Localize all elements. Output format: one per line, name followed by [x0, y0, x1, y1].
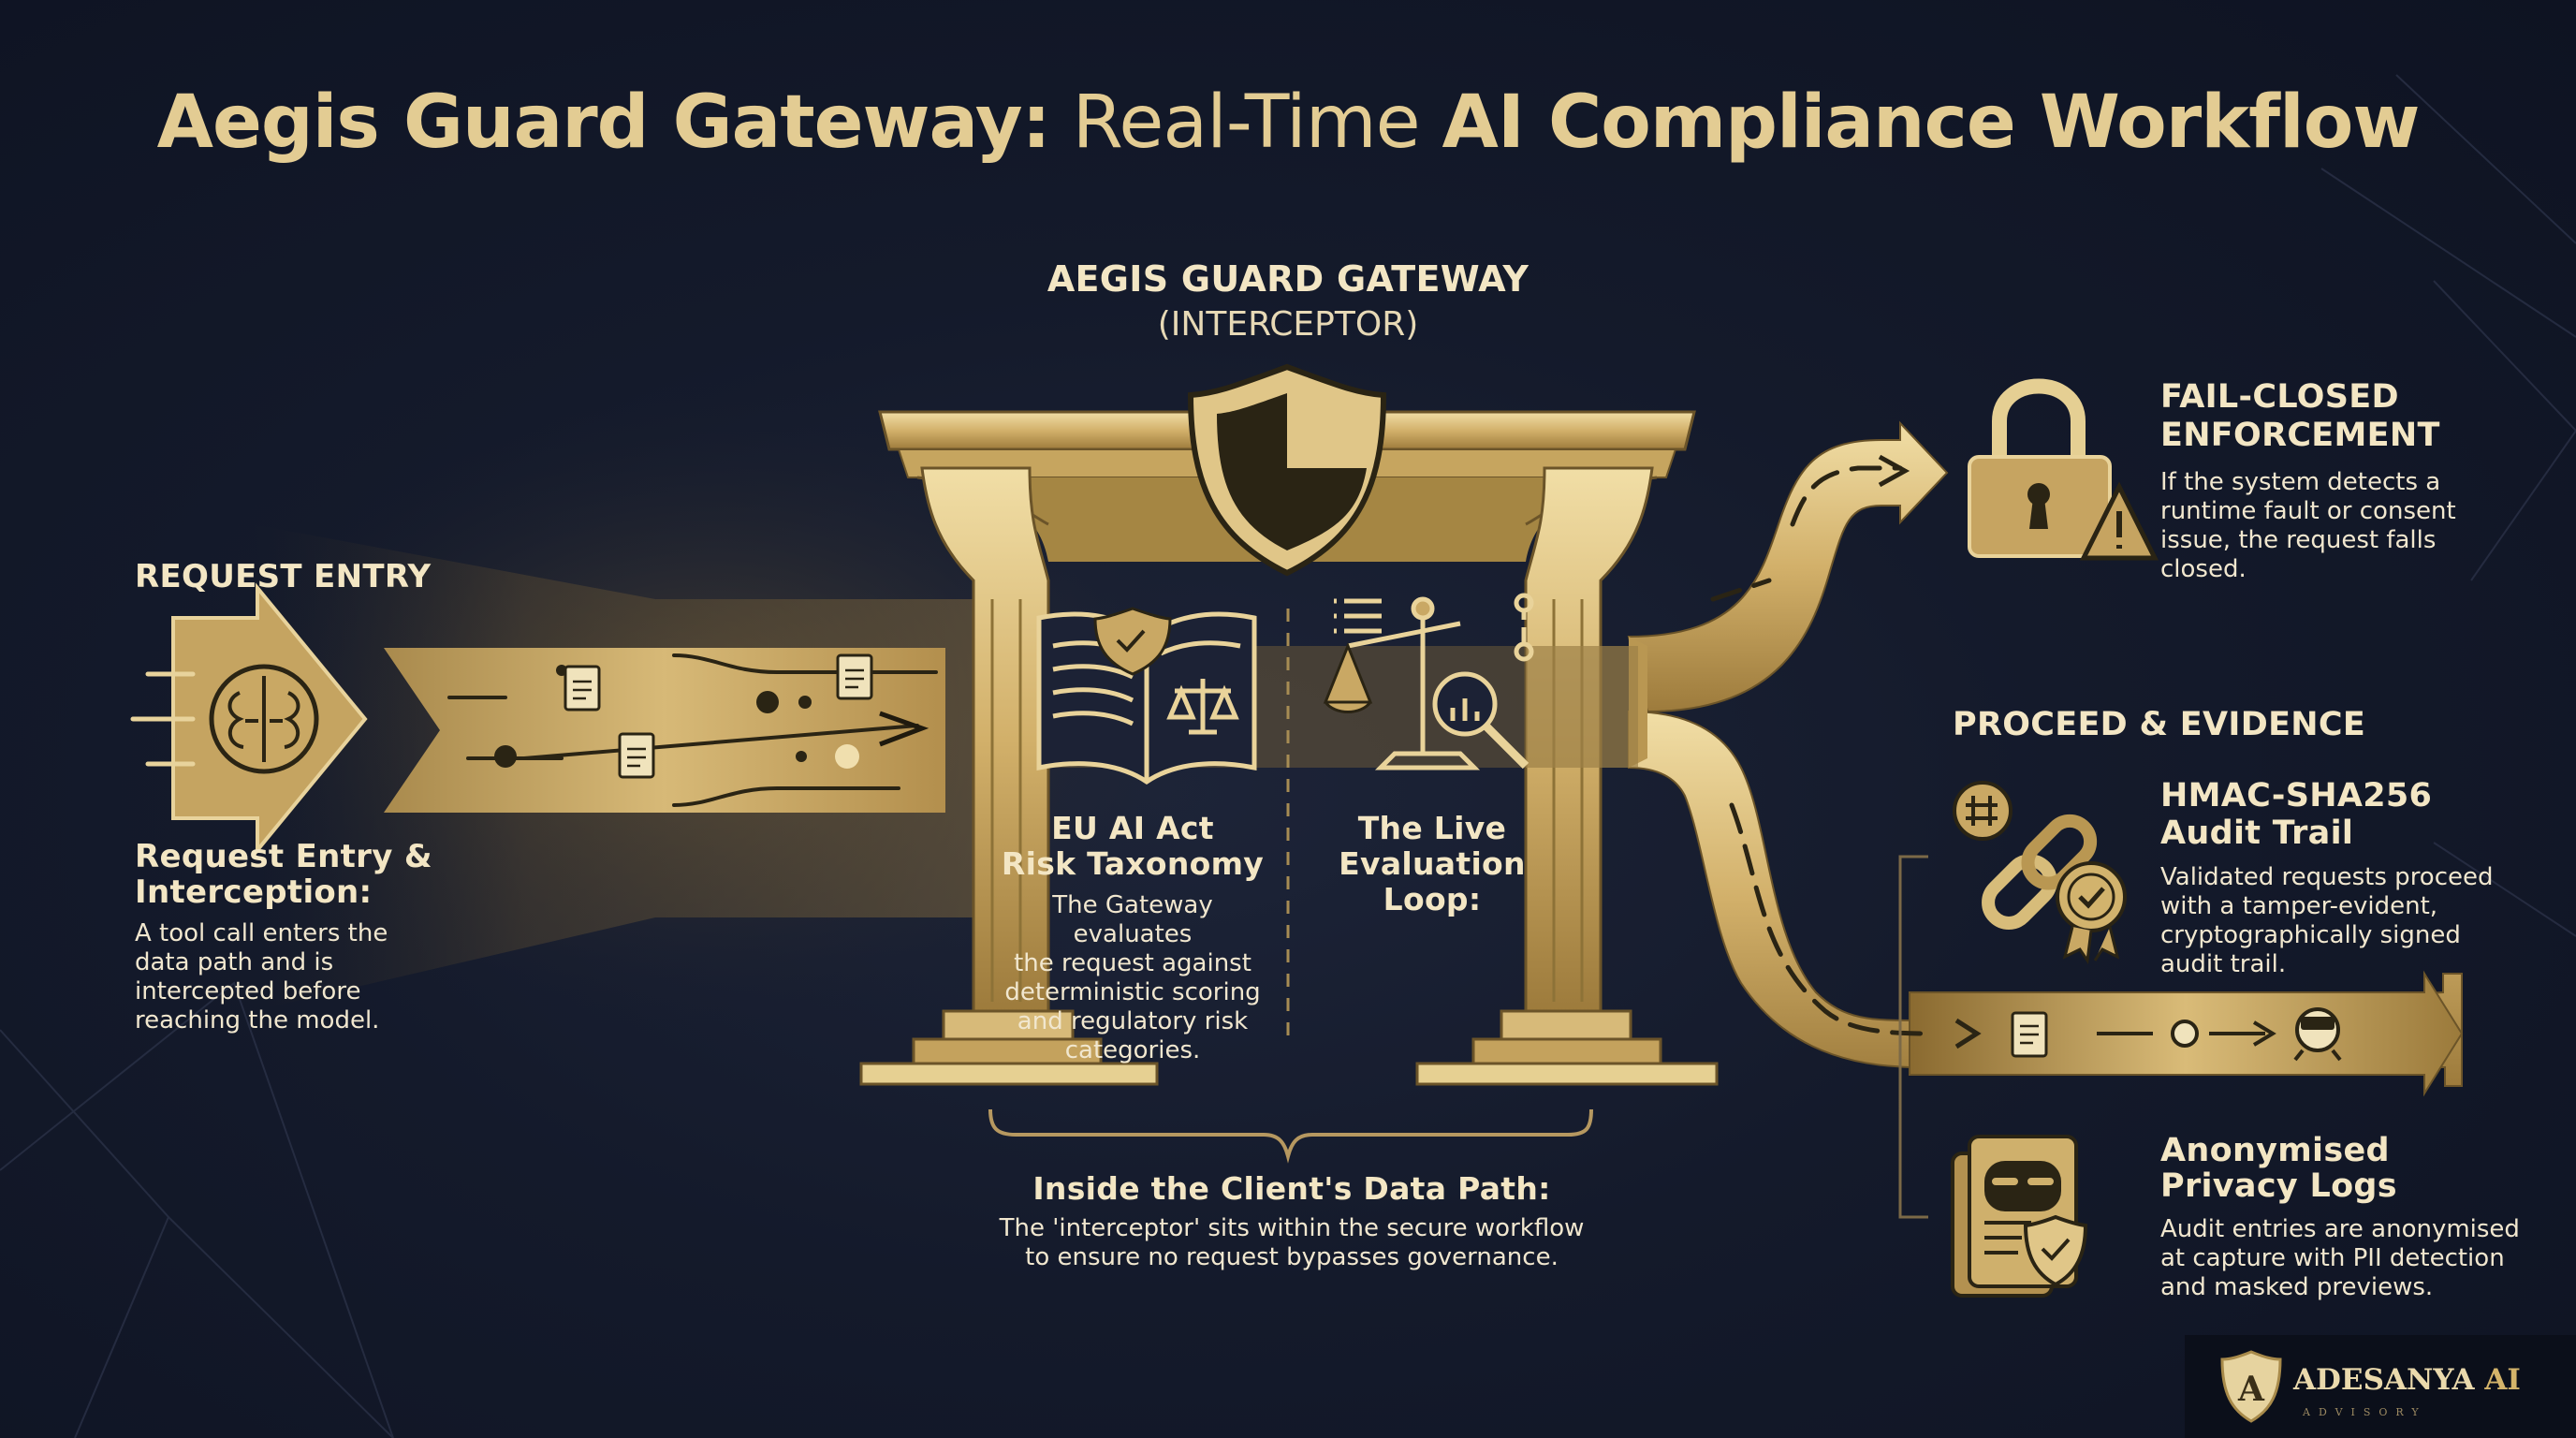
brand-logo: A ADESANYA AI ADVISORY	[2185, 1335, 2576, 1438]
hmac-body: Validated requests proceed with a tamper…	[2160, 863, 2554, 979]
taxonomy-block: EU AI Act Risk Taxonomy The Gateway eval…	[992, 811, 1273, 1065]
fail-closed-title-line1: FAIL-CLOSED	[2160, 378, 2399, 416]
taxonomy-body-line: deterministic scoring	[1004, 978, 1261, 1006]
data-path-brace	[988, 1108, 1593, 1164]
brand-shield-icon: A	[2220, 1350, 2282, 1423]
live-loop-block: The Live Evaluation Loop:	[1301, 811, 1563, 917]
gateway-header: AEGIS GUARD GATEWAY (INTERCEPTOR)	[1007, 258, 1569, 344]
data-path-block: Inside the Client's Data Path: The 'inte…	[945, 1170, 1638, 1272]
hmac-body-line: cryptographically signed	[2160, 921, 2461, 949]
taxonomy-title-line2: Risk Taxonomy	[1001, 845, 1265, 882]
background-network-lines	[0, 74, 2576, 1438]
hmac-title-line2: Audit Trail	[2160, 814, 2354, 852]
fail-closed-body: If the system detects a runtime fault or…	[2160, 468, 2535, 584]
fail-closed-body-line: closed.	[2160, 555, 2247, 583]
brain-arrow-icon	[130, 582, 368, 856]
input-data-flow-lines	[447, 653, 938, 807]
request-entry-body-line: A tool call enters the	[135, 919, 388, 947]
data-path-title: Inside the Client's Data Path:	[1032, 1170, 1551, 1207]
privacy-body-line: at capture with PII detection	[2160, 1244, 2505, 1272]
chain-hash-badge-icon	[1953, 781, 2127, 965]
request-entry-label: REQUEST ENTRY	[135, 558, 432, 595]
masked-document-shield-icon	[1951, 1135, 2088, 1298]
brand-name-main: ADESANYA	[2293, 1363, 2475, 1397]
fail-closed-body-line: issue, the request falls	[2160, 526, 2437, 554]
request-entry-body-line: intercepted before	[135, 977, 361, 1005]
gateway-subheading: (INTERCEPTOR)	[1157, 305, 1419, 344]
gateway-beam-exit	[1526, 646, 1638, 768]
privacy-body-line: Audit entries are anonymised	[2160, 1215, 2520, 1243]
fail-closed-block: FAIL-CLOSED ENFORCEMENT If the system de…	[2160, 378, 2535, 584]
taxonomy-body-line: The Gateway evaluates	[1052, 891, 1213, 948]
input-arrow-head	[879, 711, 929, 747]
brand-name: ADESANYA AI	[2293, 1363, 2521, 1397]
privacy-body: Audit entries are anonymised at capture …	[2160, 1215, 2554, 1302]
input-data-dots	[494, 665, 859, 769]
taxonomy-body-line: categories.	[1064, 1036, 1201, 1064]
brand-tagline: ADVISORY	[2303, 1406, 2427, 1418]
request-entry-body-line: data path and is	[135, 948, 334, 976]
data-path-body-line: The 'interceptor' sits within the secure…	[999, 1214, 1585, 1242]
request-entry-title-line1: Request Entry &	[135, 838, 432, 875]
taxonomy-body: The Gateway evaluates the request agains…	[992, 891, 1273, 1065]
hmac-body-line: with a tamper-evident,	[2160, 892, 2438, 920]
privacy-body-line: and masked previews.	[2160, 1273, 2434, 1301]
gateway-heading: AEGIS GUARD GATEWAY	[1046, 258, 1530, 300]
book-scale-icon	[1036, 607, 1257, 785]
document-icons-stream	[564, 653, 873, 779]
taxonomy-body-line: the request against	[1014, 949, 1251, 977]
brand-monogram: A	[2237, 1370, 2265, 1409]
input-data-band	[384, 648, 945, 813]
request-entry-body: A tool call enters the data path and is …	[135, 919, 453, 1035]
evidence-bracket	[1898, 855, 1928, 1219]
taxonomy-body-line: and regulatory risk	[1017, 1007, 1249, 1035]
live-loop-title-line2: Evaluation Loop:	[1339, 845, 1526, 917]
privacy-block: Anonymised Privacy Logs Audit entries ar…	[2160, 1133, 2554, 1302]
request-entry-title-line2: Interception:	[135, 873, 373, 911]
request-entry-body-line: reaching the model.	[135, 1006, 380, 1034]
title-part-1: Aegis Guard Gateway:	[156, 81, 1051, 165]
privacy-title-line1: Anonymised	[2160, 1132, 2390, 1169]
hmac-block: HMAC-SHA256 Audit Trail Validated reques…	[2160, 777, 2554, 979]
title-part-3: AI Compliance Workflow	[1442, 81, 2420, 165]
padlock-warning-icon	[1968, 378, 2159, 561]
data-path-body: The 'interceptor' sits within the secure…	[945, 1214, 1638, 1272]
hmac-title-line1: HMAC-SHA256	[2160, 777, 2433, 814]
taxonomy-title-line1: EU AI Act	[1051, 810, 1214, 846]
shield-icon	[1187, 363, 1387, 577]
branch-paths	[1627, 420, 2464, 1097]
page-title: Aegis Guard Gateway: Real-Time AI Compli…	[0, 81, 2576, 165]
fail-closed-body-line: If the system detects a	[2160, 468, 2441, 496]
request-entry-block: Request Entry & Interception: A tool cal…	[135, 839, 453, 1035]
scale-magnifier-icon	[1323, 593, 1534, 770]
data-path-body-line: to ensure no request bypasses governance…	[1025, 1243, 1559, 1271]
proceed-label: PROCEED & EVIDENCE	[1953, 706, 2366, 743]
fail-closed-body-line: runtime fault or consent	[2160, 497, 2456, 525]
hmac-body-line: audit trail.	[2160, 950, 2287, 978]
live-loop-title-line1: The Live	[1357, 810, 1507, 846]
hmac-body-line: Validated requests proceed	[2160, 863, 2494, 891]
fail-closed-title-line2: ENFORCEMENT	[2160, 417, 2440, 454]
title-part-2: Real-Time	[1072, 81, 1421, 165]
brand-name-suffix: AI	[2484, 1363, 2521, 1397]
privacy-title-line2: Privacy Logs	[2160, 1167, 2397, 1205]
